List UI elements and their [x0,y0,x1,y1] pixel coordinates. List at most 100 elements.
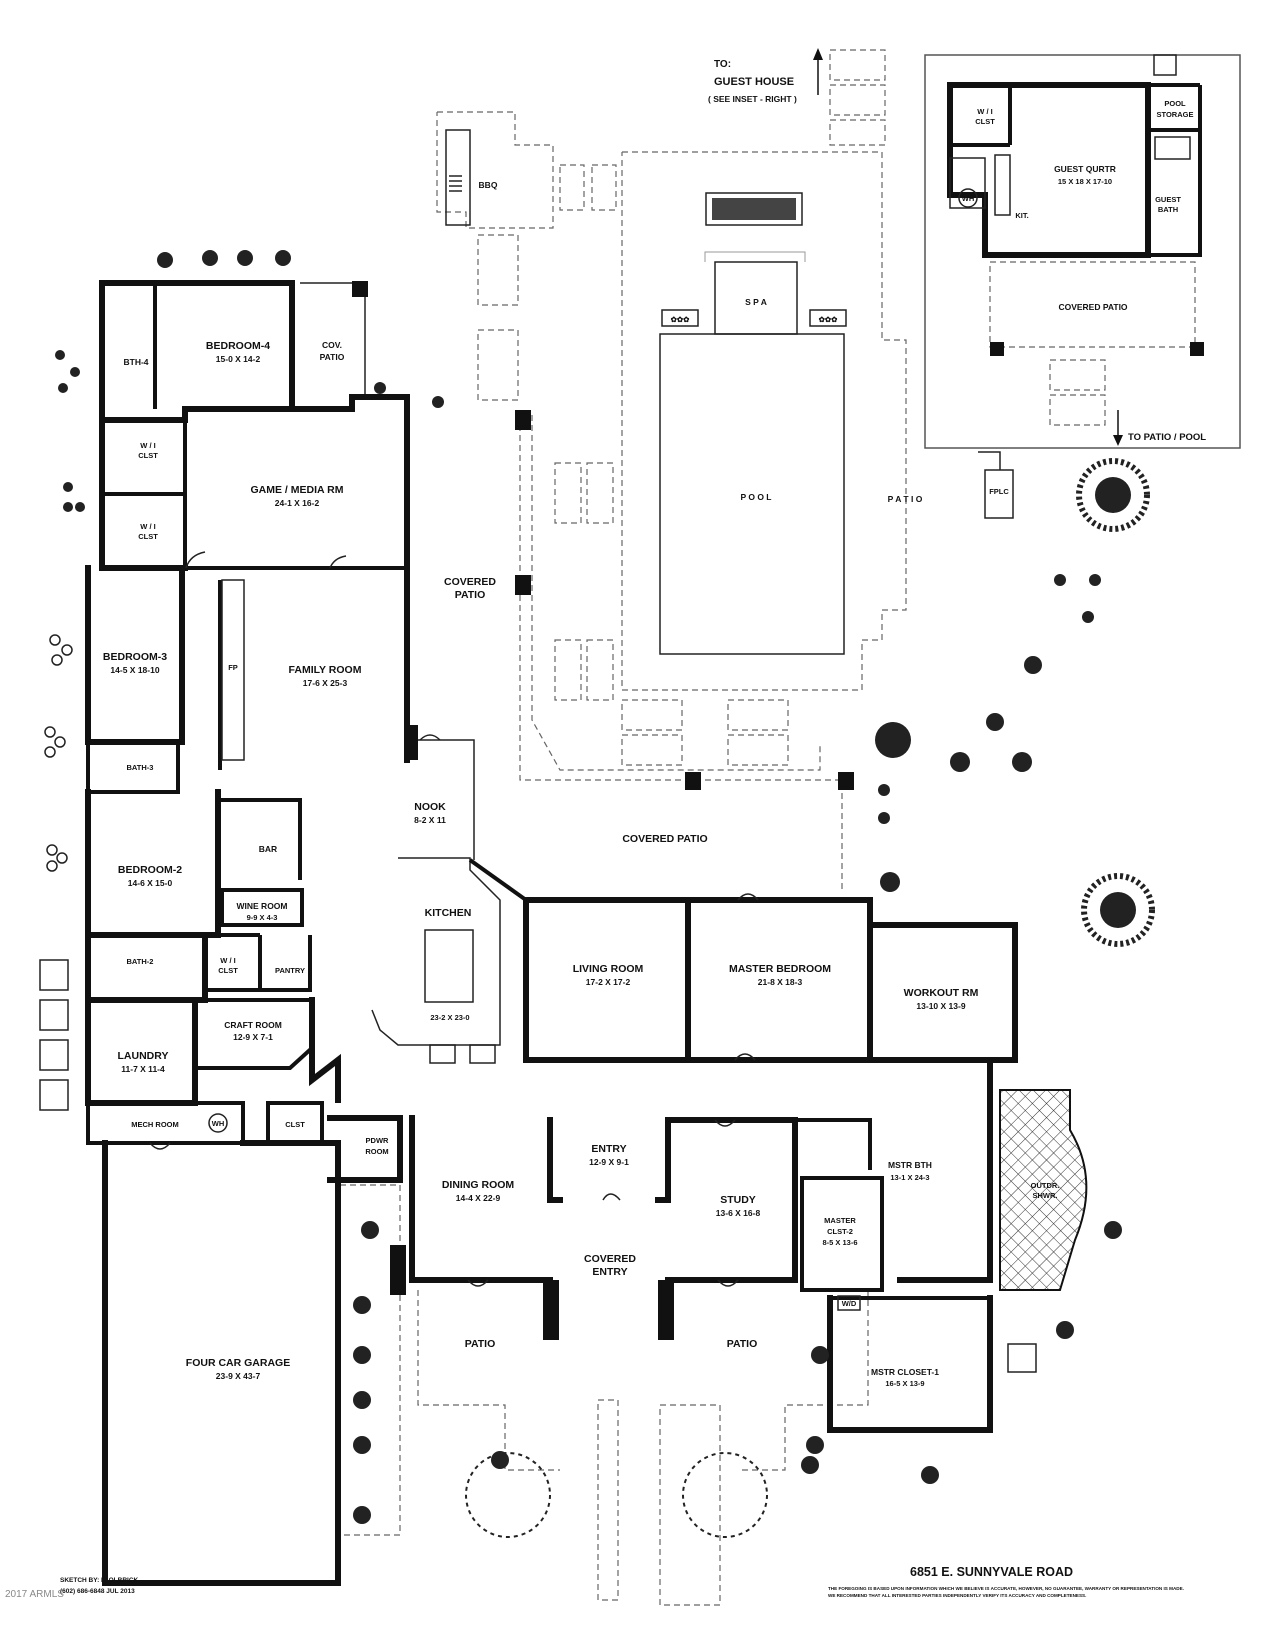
sketch-by: SKETCH BY: L. OLBRICK [60,1577,139,1584]
dims-bedroom-2: 14-6 X 15-0 [128,878,173,888]
label-wi-clst-2: W / I [140,522,155,531]
label-mstr-closet-1: MSTR CLOSET-1 [871,1367,939,1377]
label-pantry: PANTRY [275,966,305,975]
svg-text:✿✿✿: ✿✿✿ [819,315,839,324]
label-wh-guest: WH [962,194,975,203]
dims-dining-room: 14-4 X 22-9 [456,1193,501,1203]
label-game-media: GAME / MEDIA RM [251,484,344,496]
sketch-phone-date: (602) 686-6848 JUL 2013 [60,1588,135,1595]
address: 6851 E. SUNNYVALE ROAD [910,1565,1073,1579]
outdoor-shower-tile [999,1089,1088,1291]
label-nook: NOOK [414,801,446,813]
dims-living-room: 17-2 X 17-2 [586,977,631,987]
label-bth-4: BTH-4 [123,357,148,367]
dims-four-car-garage: 23-9 X 43-7 [216,1371,261,1381]
label-covered-patio-2: COVERED PATIO [622,833,707,845]
spa [714,261,798,335]
label-wd: W/D [842,1299,857,1308]
dims-master-clst-2: 8-5 X 13-6 [822,1238,857,1247]
label-outdr-shwr: OUTDR. [1031,1181,1060,1190]
label-master-clst-2b: CLST-2 [827,1227,853,1236]
svg-text:✿✿✿: ✿✿✿ [671,315,691,324]
label-bbq: BBQ [479,180,498,190]
label-master-bedroom: MASTER BEDROOM [729,963,831,975]
label-patio-right: PATIO [727,1338,758,1350]
label-wi-clst-3b: CLST [218,966,238,975]
label-bedroom-3: BEDROOM-3 [103,651,167,663]
footer: 6851 E. SUNNYVALE ROAD SKETCH BY: L. OLB… [5,1565,1184,1600]
label-covered-entry-b: ENTRY [592,1266,627,1278]
label-covered-patio-1b: PATIO [455,589,486,601]
label-entry: ENTRY [591,1143,626,1155]
label-four-car-garage: FOUR CAR GARAGE [186,1357,290,1369]
label-wh: WH [212,1119,225,1128]
label-covered-patio-1: COVERED [444,576,496,588]
label-pdwr-room: ROOM [365,1147,388,1156]
dims-bedroom-3: 14-5 X 18-10 [110,665,159,675]
dims-nook: 8-2 X 11 [414,815,446,825]
label-guest-qurtr: GUEST QURTR [1054,164,1116,174]
disclaimer-line2: WE RECOMMEND THAT ALL INTERESTED PARTIES… [828,1593,1086,1598]
label-wi-clst-2b: CLST [138,532,158,541]
guest-house-inset [813,48,1241,519]
water-feature [712,198,796,220]
outdoor-paving [39,49,1106,1606]
dims-mstr-bth: 13-1 X 24-3 [890,1173,929,1182]
room-labels: BEDROOM-4 15-0 X 14-2 BTH-4 COV. PATIO W… [103,99,1194,1388]
label-cov-patio: COV. [322,340,342,350]
label-guest-wi-clst-b: CLST [975,117,995,126]
dims-workout-rm: 13-10 X 13-9 [916,1001,965,1011]
dims-game-media: 24-1 X 16-2 [275,498,320,508]
label-cov-patio-2: PATIO [320,352,345,362]
dims-bedroom-4: 15-0 X 14-2 [216,354,261,364]
disclaimer-line1: THE FOREGOING IS BASED UPON INFORMATION … [828,1586,1184,1591]
label-wi-clst-1: W / I [140,441,155,450]
label-bath-3: BATH-3 [127,763,154,772]
label-covered-entry: COVERED [584,1253,636,1265]
dims-master-bedroom: 21-8 X 18-3 [758,977,803,987]
label-pool-storage: POOL [1164,99,1186,108]
label-wine-room: WINE ROOM [237,901,288,911]
label-guest-bath-b: BATH [1158,205,1178,214]
note-see-inset: ( SEE INSET - RIGHT ) [708,94,797,104]
label-wi-clst-3: W / I [220,956,235,965]
label-clst: CLST [285,1120,305,1129]
dims-family-room: 17-6 X 25-3 [303,678,348,688]
dims-guest-qurtr: 15 X 18 X 17-10 [1058,177,1112,186]
dims-mstr-closet-1: 16-5 X 13-9 [885,1379,924,1388]
label-guest-wi-clst: W / I [977,107,992,116]
label-workout-rm: WORKOUT RM [904,987,979,999]
label-craft-room: CRAFT ROOM [224,1020,282,1030]
label-kit: KIT. [1015,211,1028,220]
notes: TO: GUEST HOUSE ( SEE INSET - RIGHT ) TO… [708,59,1206,443]
label-guest-bath: GUEST [1155,195,1181,204]
label-mstr-bth: MSTR BTH [888,1160,932,1170]
note-guest-house: GUEST HOUSE [714,76,794,88]
dims-craft-room: 12-9 X 7-1 [233,1032,273,1042]
label-bar: BAR [259,844,277,854]
house-walls [85,280,1088,1586]
label-outdr-shwr-b: SHWR. [1033,1191,1058,1200]
label-pool-storage-b: STORAGE [1157,110,1194,119]
label-master-clst-2: MASTER [824,1216,856,1225]
label-guest-covered-patio: COVERED PATIO [1058,302,1127,312]
label-wi-clst-1b: CLST [138,451,158,460]
dims-wine-room: 9-9 X 4-3 [247,913,278,922]
label-family-room: FAMILY ROOM [289,664,362,676]
label-pool: P O O L [740,492,771,502]
label-bedroom-2: BEDROOM-2 [118,864,182,876]
landscaping [44,250,1155,1538]
label-fp: FP [228,663,238,672]
dims-entry: 12-9 X 9-1 [589,1157,629,1167]
label-laundry: LAUNDRY [118,1050,169,1062]
label-bedroom-4: BEDROOM-4 [206,340,270,352]
label-kitchen: KITCHEN [425,907,472,919]
pool-area: ✿✿✿ ✿✿✿ [445,129,847,655]
note-to: TO: [714,59,731,70]
label-study: STUDY [720,1194,756,1206]
dims-kitchen: 23-2 X 23-0 [430,1013,469,1022]
label-dining-room: DINING ROOM [442,1179,515,1191]
label-mech-room: MECH ROOM [131,1120,179,1129]
dims-laundry: 11-7 X 11-4 [121,1064,165,1074]
label-living-room: LIVING ROOM [573,963,644,975]
